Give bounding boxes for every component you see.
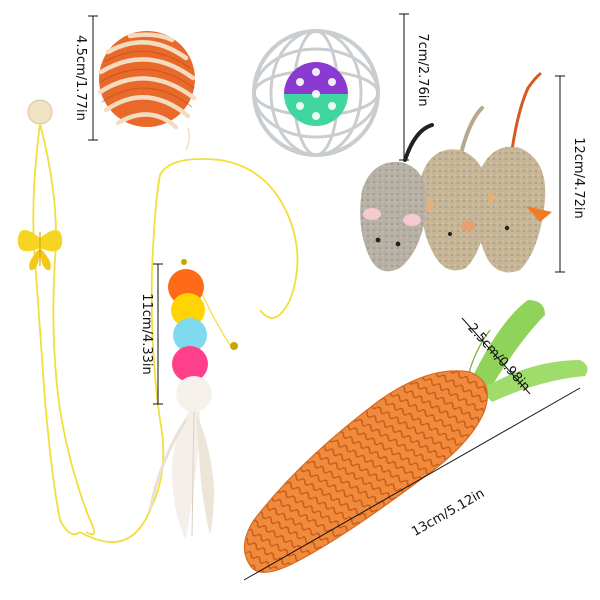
pompom-feather-toy — [148, 259, 238, 540]
carrot-size-label: 13cm/5.12in — [409, 486, 487, 540]
plush-mice — [360, 72, 552, 273]
wand-dimension: 11cm/4.33in — [139, 263, 163, 405]
sisal-ball — [97, 31, 197, 151]
feather — [148, 410, 214, 540]
mice-size-label: 12cm/4.72in — [571, 137, 586, 219]
mouse-left — [360, 161, 427, 272]
wand-size-label: 11cm/4.33in — [139, 293, 154, 375]
mouse-middle — [418, 149, 489, 271]
mice-dimension: 12cm/4.72in — [555, 75, 586, 273]
cage-size-label: 7cm/2.76in — [415, 33, 430, 106]
ball-dimension: 4.5cm/1.77in — [73, 15, 98, 141]
door-hanger-string — [27, 99, 299, 543]
ball-size-label: 4.5cm/1.77in — [73, 35, 88, 121]
butterfly-clip — [17, 230, 63, 271]
cage-ball — [252, 29, 380, 157]
carrot-toy — [243, 300, 588, 573]
inner-jingle-ball — [284, 62, 348, 126]
